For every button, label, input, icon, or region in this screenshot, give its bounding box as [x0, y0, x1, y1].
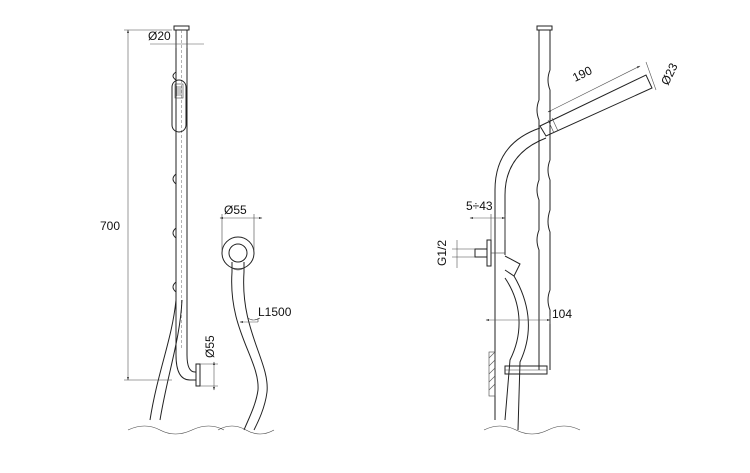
bracket-diameter-label: Ø55 [203, 335, 217, 358]
ground-line [217, 425, 275, 435]
ground-line [483, 425, 581, 435]
side-hose [494, 127, 541, 420]
wall-inlet-flange [486, 239, 492, 267]
side-bar [536, 30, 540, 370]
wall-bracket [195, 363, 201, 387]
side-handshower [539, 74, 653, 137]
ground-line [127, 425, 225, 435]
wall-flange-inner [228, 243, 248, 263]
handshower-body [171, 79, 187, 133]
hose-front [149, 299, 177, 421]
thread-label: G1/2 [435, 240, 449, 266]
front-view: 700 Ø20 Ø55 [100, 25, 225, 435]
bar-joint-1 [172, 71, 177, 81]
hose-coil [231, 262, 259, 431]
hose-length-label: L1500 [258, 305, 292, 319]
bar-bottom-curve [175, 354, 196, 381]
height-label: 700 [100, 219, 120, 233]
inlet-depth-label: 5÷43 [466, 199, 493, 213]
bar-top-cap [173, 25, 190, 31]
handshower-length-label: 190 [570, 63, 594, 85]
handshower-head [174, 83, 184, 99]
hose-view: Ø55 L1500 [217, 203, 292, 435]
side-bar-top-cap [536, 25, 553, 31]
side-view: 190 Ø23 5÷43 G1/2 104 [435, 25, 681, 435]
handshower-diameter-label: Ø23 [658, 60, 681, 87]
wall-flange-outer [221, 236, 255, 270]
bar-diameter-label: Ø20 [148, 29, 171, 43]
offset-label: 104 [552, 307, 572, 321]
flange-diameter-label: Ø55 [224, 203, 247, 217]
wall-inlet-pipe [474, 248, 488, 258]
